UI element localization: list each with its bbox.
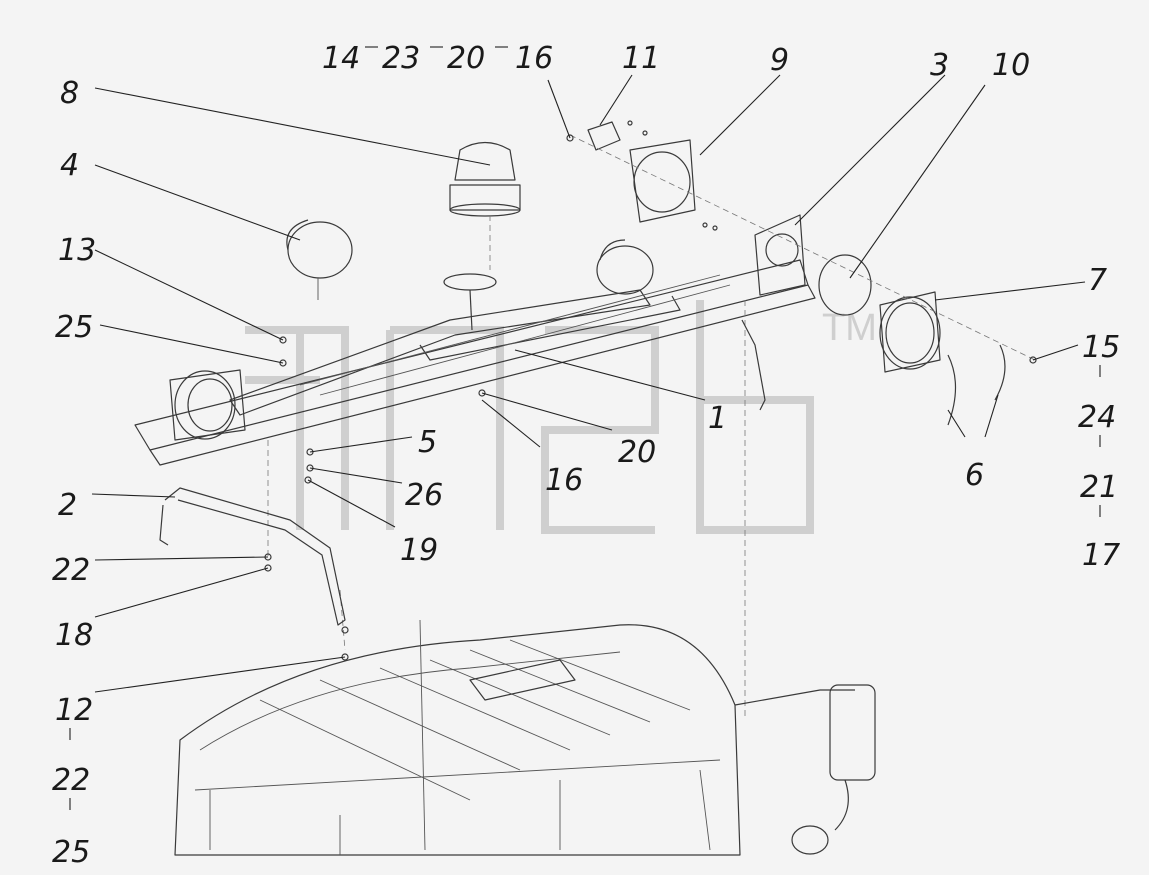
callout-1: 1 [708,401,727,436]
mirror-arm [734,319,876,855]
watermark-logo: TM [245,300,877,534]
callout-8: 8 [60,76,79,111]
callout-25-left: 25 [55,310,93,345]
light-bracket-assembly [134,259,816,466]
callout-4: 4 [60,148,79,183]
watermark-tm: TM [822,307,877,349]
callout-2: 2 [58,488,77,523]
callout-7: 7 [1088,263,1107,298]
callout-22-bottom: 22 [52,763,90,798]
callout-15: 15 [1082,330,1120,365]
handrail-2 [159,487,346,626]
rotating-beacon-8 [443,141,521,331]
callout-23: 23 [382,41,420,76]
callout-16: 16 [545,463,583,498]
frame-7 [879,291,941,373]
lamp-4 [286,219,353,300]
callout-labels: 14 23 20 16 11 9 3 10 8 4 13 25 7 15 24 … [52,41,1120,870]
callout-16-top: 16 [515,41,553,76]
tractor-cab [174,619,741,856]
leader-lines [69,46,1101,810]
switch-11 [587,121,621,151]
callout-20: 20 [618,435,656,470]
clamps-6 [947,344,1006,426]
ring-10 [818,254,872,316]
callout-6: 6 [965,458,984,493]
callout-21: 21 [1080,470,1118,505]
callout-18: 18 [55,618,93,653]
callout-22-left: 22 [52,553,90,588]
callout-17: 17 [1082,538,1120,573]
lamp-housing-9 [629,139,696,223]
callout-9: 9 [770,43,789,78]
center-lamp [596,239,654,295]
callout-19: 19 [400,533,438,568]
callout-3: 3 [930,48,949,83]
left-work-lamp [169,369,246,441]
callout-5: 5 [418,425,437,460]
callout-14: 14 [322,41,360,76]
bracket-plate-3 [754,214,806,296]
callout-10: 10 [992,48,1030,83]
callout-13: 13 [58,233,96,268]
callout-26: 26 [405,478,443,513]
fasteners [264,120,1037,661]
callout-11: 11 [622,41,660,76]
callout-25-bottom: 25 [52,835,90,870]
callout-12: 12 [55,693,93,728]
callout-24: 24 [1078,400,1116,435]
callout-20-top: 20 [447,41,485,76]
